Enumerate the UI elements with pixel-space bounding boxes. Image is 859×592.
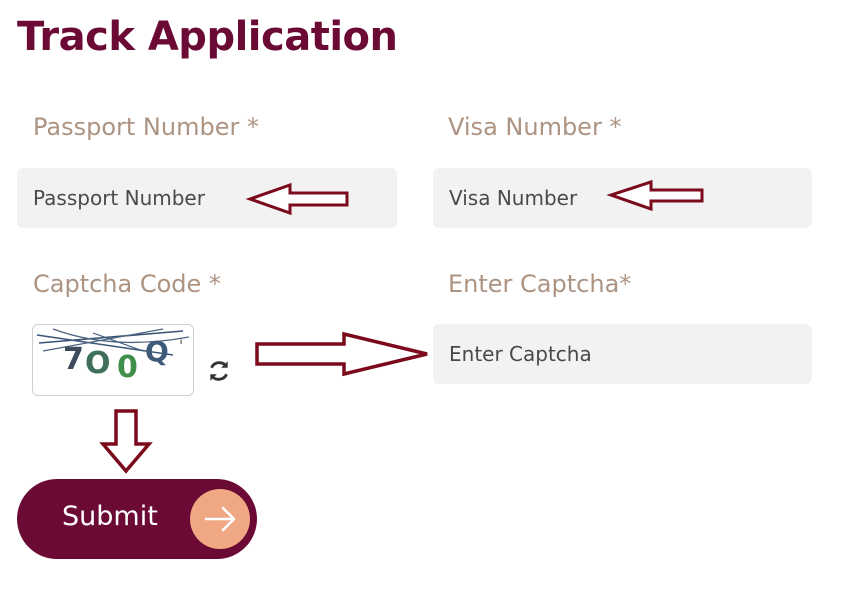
svg-text:7: 7 <box>63 342 84 377</box>
svg-text:Q: Q <box>145 335 169 368</box>
passport-number-label: Passport Number * <box>33 113 259 141</box>
svg-text:0: 0 <box>117 350 138 385</box>
captcha-image-graphic: 7 O 0 Q ' <box>36 328 190 385</box>
arrow-right-icon <box>204 506 236 532</box>
visa-number-label: Visa Number * <box>448 113 622 141</box>
submit-button-label: Submit <box>62 501 158 532</box>
captcha-image: 7 O 0 Q ' <box>32 324 194 396</box>
captcha-code-label: Captcha Code * <box>33 270 221 298</box>
svg-text:': ' <box>179 336 183 355</box>
annotation-arrow-left-icon <box>606 179 704 212</box>
visa-number-input[interactable] <box>433 168 812 228</box>
svg-text:O: O <box>85 346 111 381</box>
annotation-arrow-left-icon <box>245 182 349 216</box>
annotation-arrow-down-icon <box>99 409 153 474</box>
annotation-arrow-right-icon <box>255 331 428 377</box>
enter-captcha-label: Enter Captcha* <box>448 270 632 298</box>
submit-arrow-circle <box>190 489 250 549</box>
page-title: Track Application <box>17 14 398 60</box>
refresh-icon[interactable] <box>206 358 232 384</box>
submit-button[interactable]: Submit <box>17 479 257 559</box>
enter-captcha-input[interactable] <box>433 324 812 384</box>
